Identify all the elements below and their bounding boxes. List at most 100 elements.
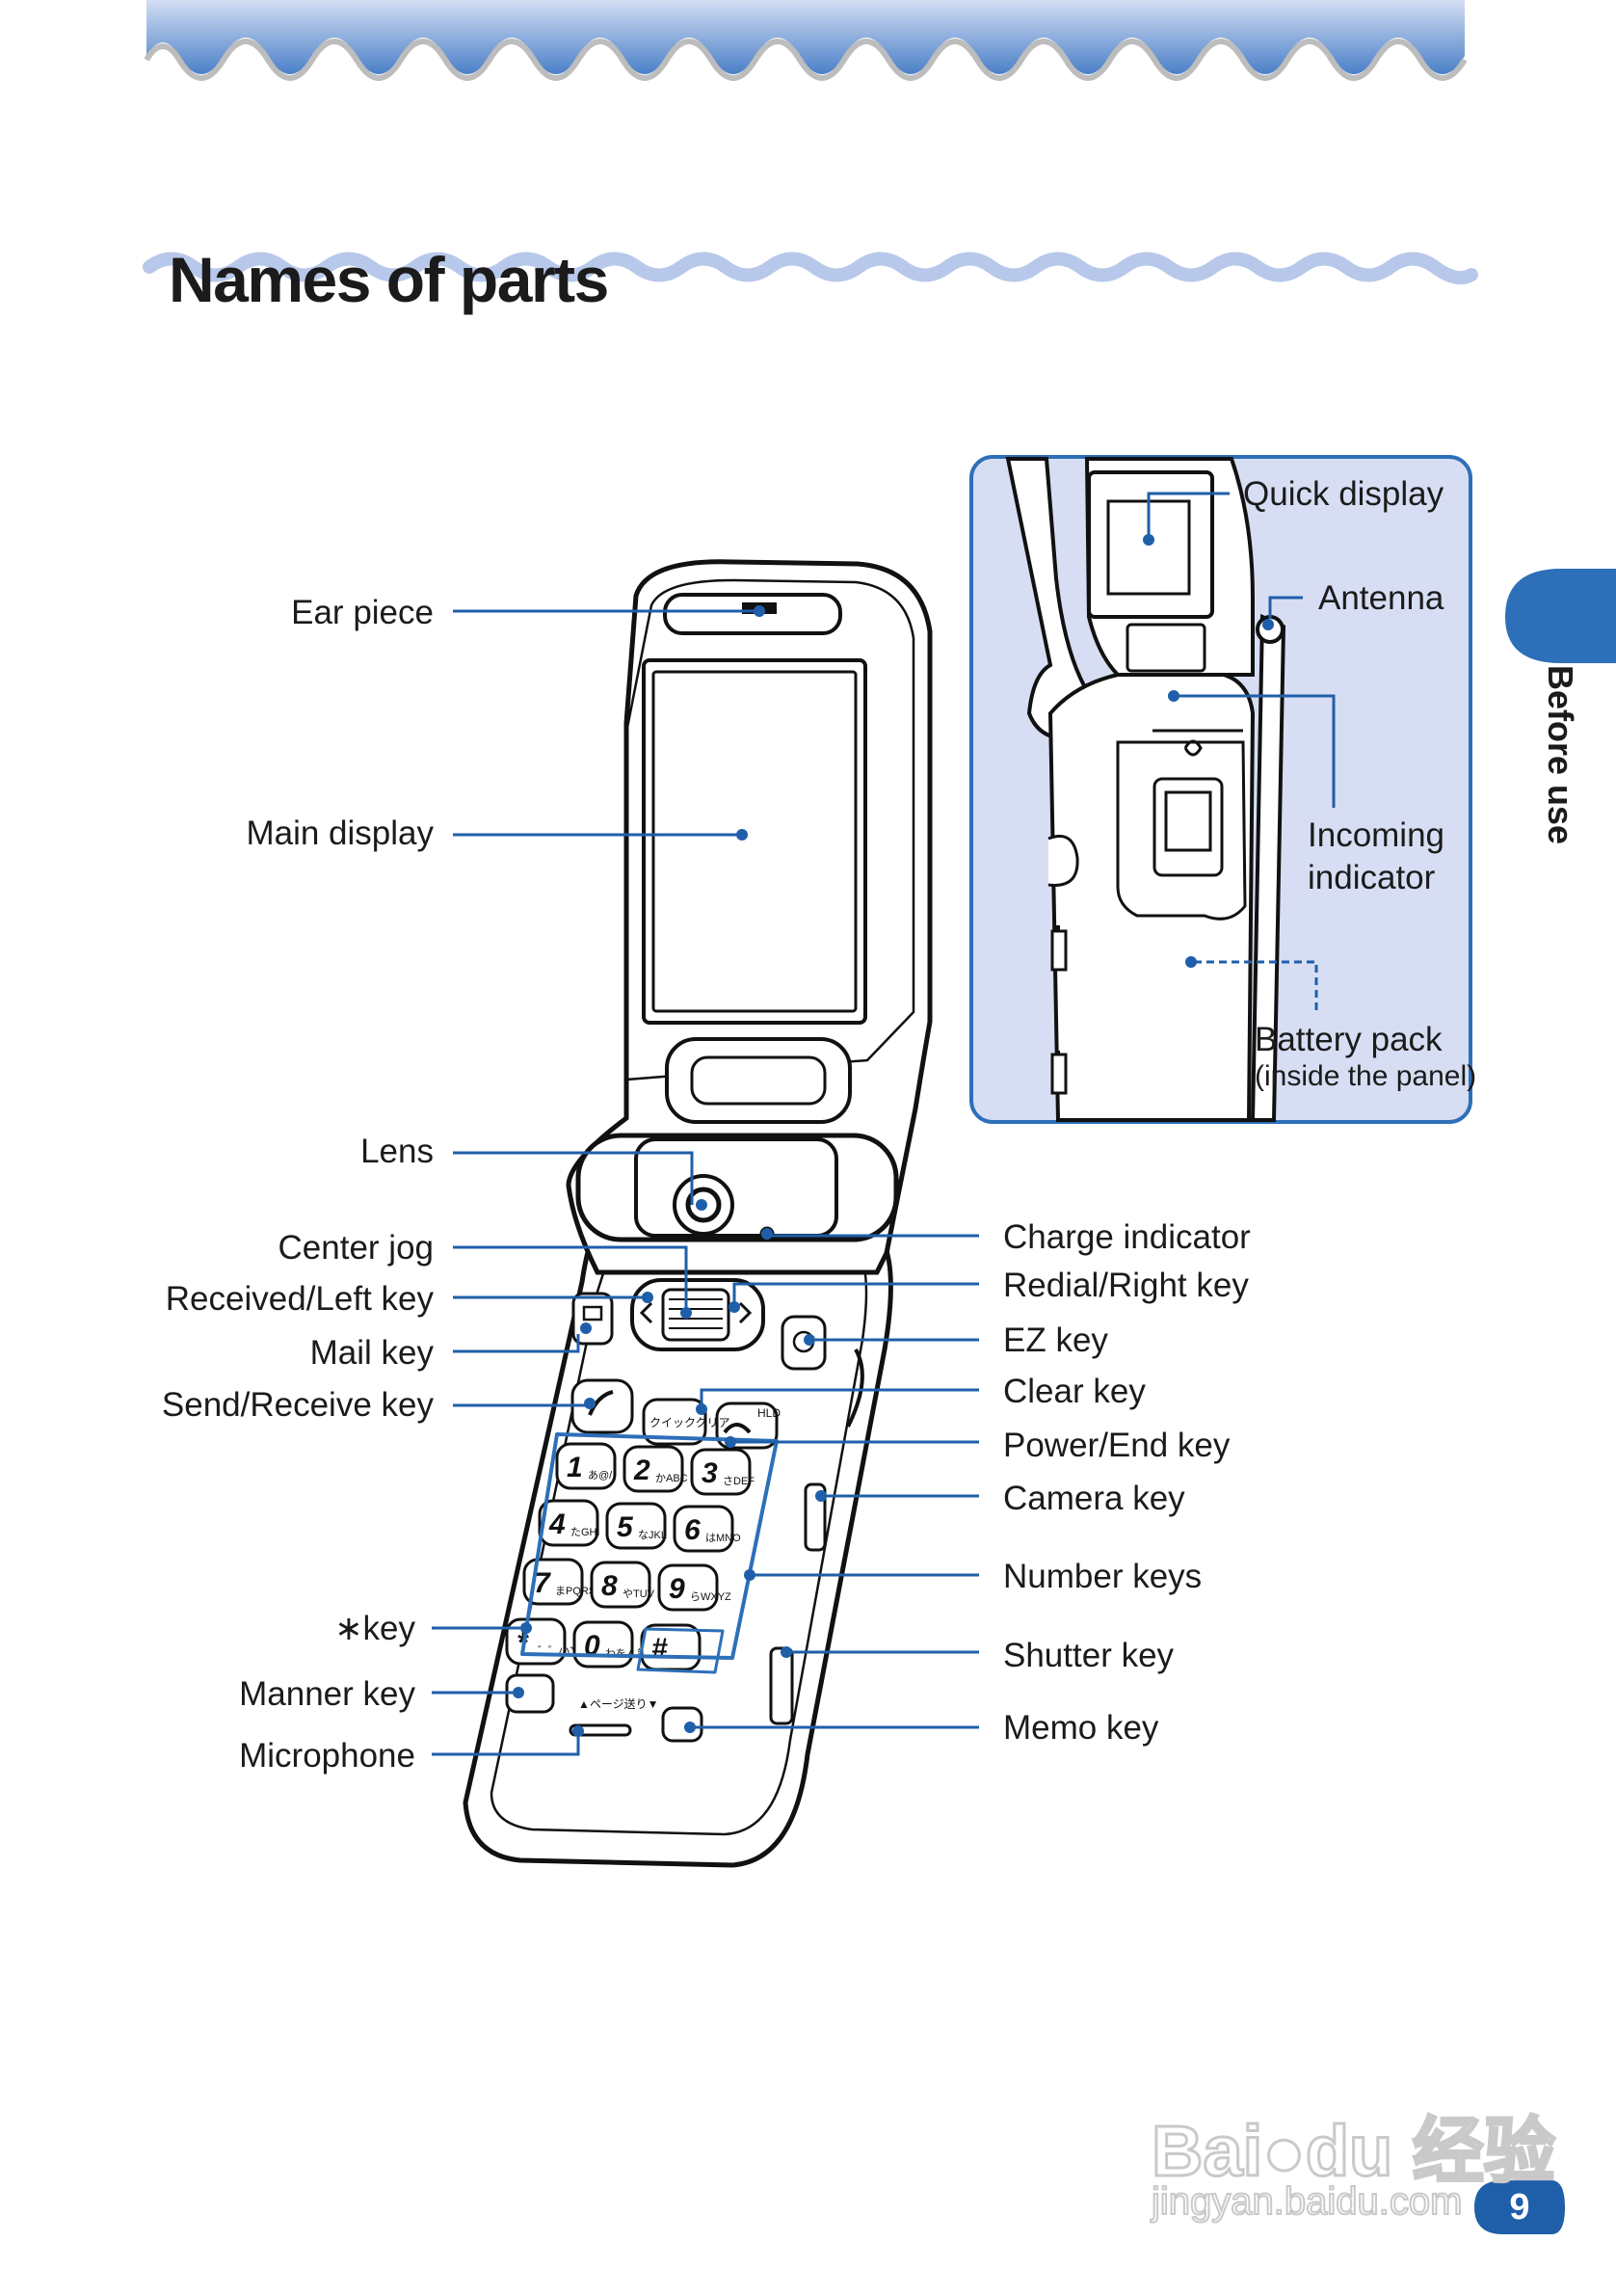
- leader-dot-center-jog: [680, 1307, 692, 1319]
- leader-lens: [453, 1151, 694, 1205]
- leader-microphone: [432, 1731, 580, 1756]
- leader-dot-redial-right-key: [729, 1301, 740, 1313]
- page-number-badge: [1474, 2180, 1565, 2234]
- label-mail-key: Mail key: [309, 1334, 434, 1372]
- leader-dot-main-display: [736, 829, 748, 841]
- label-memo-key: Memo key: [1003, 1709, 1159, 1747]
- keypad-key-letters: やTUV: [623, 1588, 655, 1600]
- label-lens: Lens: [360, 1133, 434, 1170]
- keypad-key-3[interactable]: [690, 1448, 752, 1496]
- leader-antenna: [1268, 596, 1303, 619]
- leader-dot-shutter-key: [781, 1646, 792, 1658]
- leader-dot-power-end-key: [725, 1436, 736, 1448]
- keypad-key-5[interactable]: [605, 1502, 667, 1550]
- leader-quick-display: [1147, 492, 1230, 540]
- keypad-key-digit: 2: [633, 1455, 650, 1486]
- hld-key-text: HLD: [757, 1406, 781, 1420]
- keypad-key-4[interactable]: [538, 1499, 599, 1547]
- keypad-key-letters: かABC: [655, 1472, 688, 1484]
- label-incoming-indicator-line2: indicator: [1308, 859, 1436, 896]
- label-received-left-key: Received/Left key: [165, 1280, 434, 1318]
- leader-mail-key: [453, 1334, 580, 1353]
- label-battery-pack: Battery pack: [1255, 1021, 1443, 1058]
- keypad-key-letters: なJKL: [638, 1529, 667, 1541]
- keypad-key-8[interactable]: [590, 1561, 651, 1609]
- keypad-key-star[interactable]: [505, 1617, 567, 1666]
- keypad-key-7[interactable]: [522, 1558, 584, 1606]
- keypad-key-digit: 9: [669, 1573, 685, 1605]
- label-camera-key: Camera key: [1003, 1480, 1185, 1517]
- label-battery-note: (inside the panel): [1255, 1060, 1477, 1092]
- label-send-receive-key: Send/Receive key: [161, 1386, 434, 1424]
- keypad-key-digit: #: [651, 1633, 668, 1665]
- keypad-key-digit: 6: [684, 1514, 701, 1546]
- leader-dot-memo-key: [684, 1722, 696, 1733]
- label-star-key: ∗key: [334, 1610, 415, 1647]
- leader-dot-lens: [696, 1199, 707, 1211]
- watermark-url: jingyan.baidu.com: [1151, 2179, 1463, 2224]
- leader-dot-mail-key: [580, 1322, 592, 1334]
- page-number: 9: [1509, 2187, 1530, 2228]
- label-shutter-key: Shutter key: [1003, 1637, 1175, 1674]
- label-incoming-indicator-line1: Incoming: [1308, 816, 1445, 854]
- leader-dot-star-key: [520, 1622, 532, 1634]
- label-ez-key: EZ key: [1003, 1322, 1108, 1359]
- label-antenna: Antenna: [1318, 579, 1444, 617]
- page-title: Names of parts: [169, 244, 609, 315]
- label-quick-display: Quick display: [1243, 475, 1444, 513]
- page-scroll-text: ▲ページ送り▼: [578, 1696, 659, 1711]
- label-manner-key: Manner key: [239, 1675, 415, 1713]
- keypad-key-digit: 3: [702, 1457, 718, 1489]
- section-tab-label: Before use: [1541, 665, 1580, 845]
- label-ear-piece: Ear piece: [291, 594, 434, 631]
- leader-center-jog: [453, 1245, 688, 1313]
- keypad-key-letters: はMNO: [705, 1532, 741, 1544]
- leader-dot-charge-indicator: [761, 1228, 773, 1240]
- keypad-key-6[interactable]: [673, 1505, 734, 1553]
- label-number-keys: Number keys: [1003, 1558, 1203, 1595]
- keypad-key-letters: まPQRS: [555, 1585, 596, 1597]
- keypad-key-letters: らWXYZ: [690, 1590, 731, 1603]
- label-power-end-key: Power/End key: [1003, 1427, 1231, 1464]
- keypad-key-digit: 8: [601, 1570, 618, 1602]
- keypad-key-1[interactable]: [555, 1442, 617, 1490]
- leader-dot-clear-key: [696, 1403, 707, 1415]
- label-clear-key: Clear key: [1003, 1373, 1146, 1410]
- leader-dot-antenna: [1262, 619, 1274, 630]
- leader-dot-battery-pack: [1185, 956, 1197, 968]
- watermark-logo: Bai●du 经验: [1151, 2110, 1557, 2193]
- leader-dot-manner-key: [513, 1687, 524, 1698]
- callout-lines: [432, 492, 1336, 1756]
- leader-dot-incoming-indicator: [1168, 690, 1179, 702]
- leader-dot-send-receive-key: [584, 1398, 596, 1409]
- keypad-key-0[interactable]: [572, 1620, 634, 1669]
- leader-incoming-indicator: [1174, 694, 1336, 808]
- keypad-key-letters: たGHI: [570, 1526, 600, 1538]
- leader-dot-quick-display: [1143, 534, 1154, 546]
- leader-redial-right-key: [732, 1282, 979, 1303]
- leader-dot-microphone: [572, 1725, 584, 1737]
- keypad-key-letters: あ@/.: [588, 1469, 615, 1482]
- leader-battery-pack: [1191, 960, 1318, 1010]
- keypad-key-digit: 4: [548, 1508, 566, 1540]
- label-center-jog: Center jog: [278, 1229, 434, 1267]
- label-main-display: Main display: [246, 814, 434, 852]
- title-wave: [143, 252, 1478, 285]
- leader-dot-ez-key: [804, 1334, 815, 1346]
- keypad-key-9[interactable]: [657, 1563, 719, 1612]
- header-band: [144, 0, 1468, 81]
- keypad-key-hash[interactable]: [640, 1623, 702, 1671]
- label-redial-right-key: Redial/Right key: [1003, 1267, 1249, 1304]
- leader-clear-key: [700, 1388, 979, 1407]
- leader-dot-camera-key: [815, 1490, 827, 1502]
- keypad-key-digit: 7: [534, 1567, 551, 1599]
- leader-dot-received-left-key: [642, 1292, 653, 1303]
- keypad-key-2[interactable]: [623, 1445, 684, 1493]
- clear-key-text: クイッククリア: [649, 1416, 730, 1429]
- label-charge-indicator: Charge indicator: [1003, 1218, 1251, 1256]
- keypad-key-digit: 5: [617, 1511, 634, 1543]
- side-tab: [1505, 569, 1616, 663]
